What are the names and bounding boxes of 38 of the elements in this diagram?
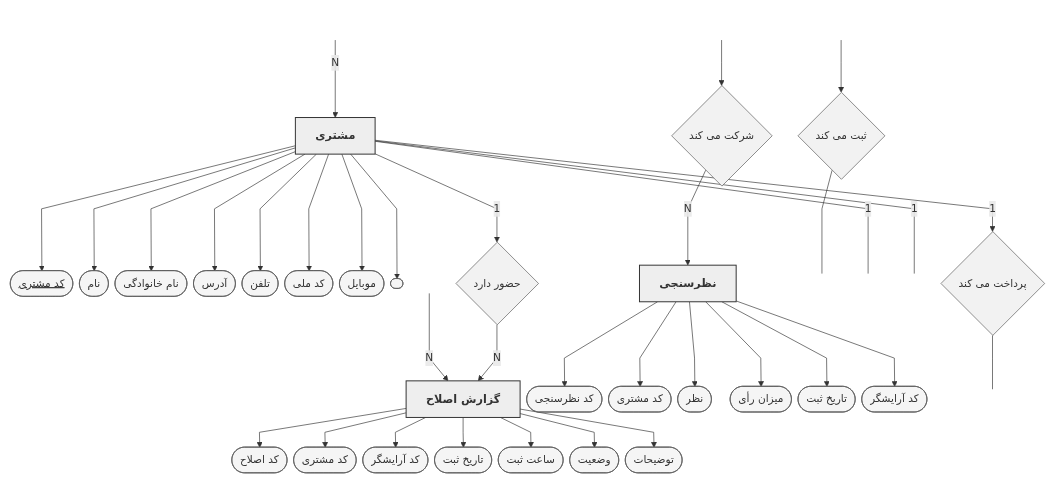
attribute-oval: وضعیت — [569, 447, 620, 474]
relationship-diamond: پرداخت می کند — [940, 231, 1046, 337]
attribute-oval: کد مشتری — [608, 386, 672, 413]
attribute-oval: آدرس — [193, 270, 236, 298]
attribute-oval: میزان رأی — [729, 386, 792, 413]
edge-label: 1 — [910, 202, 918, 216]
attribute-oval: توضیحات — [624, 447, 683, 474]
edge-label: N — [683, 202, 692, 216]
attribute-oval: کد مشتری — [9, 270, 74, 298]
attribute-oval: کد آرایشگر — [861, 386, 928, 413]
edge-label: 1 — [493, 202, 501, 216]
relationship-diamond: شرکت می کند — [671, 85, 773, 187]
entity-box: نظرسنجی — [639, 265, 737, 303]
attribute-oval: ساعت ثبت — [497, 447, 564, 474]
edge-label: 1 — [864, 202, 872, 216]
attribute-oval: موبایل — [339, 270, 385, 298]
relationship-diamond: ثبت می کند — [797, 92, 886, 181]
attribute-oval: نظر — [677, 386, 712, 413]
attribute-oval: کد مشتری — [293, 447, 357, 474]
connector-line — [992, 335, 993, 391]
attribute-oval: تلفن — [241, 270, 279, 298]
edge-label: N — [331, 56, 340, 70]
entity-box: گزارش اصلاح — [405, 380, 521, 419]
attribute-oval: کد آرایشگر — [362, 447, 429, 474]
attribute-oval: کد اصلاح — [231, 447, 288, 474]
attribute-oval: تاریخ ثبت — [434, 447, 492, 474]
edge-label: N — [425, 351, 434, 365]
edge-label: 1 — [989, 202, 996, 216]
connector-line — [821, 170, 833, 275]
edge-label: N — [492, 351, 501, 365]
attribute-oval: کد ملی — [284, 270, 334, 298]
attribute-oval: نام خانوادگی — [114, 270, 188, 298]
attribute-oval — [390, 278, 404, 290]
relationship-diamond: حضور دارد — [455, 242, 539, 326]
attribute-oval: نام — [79, 270, 109, 298]
entity-box: مشتری — [294, 117, 376, 156]
attribute-oval: کد نظرسنجی — [526, 386, 603, 413]
attribute-oval: تاریخ ثبت — [797, 386, 856, 413]
